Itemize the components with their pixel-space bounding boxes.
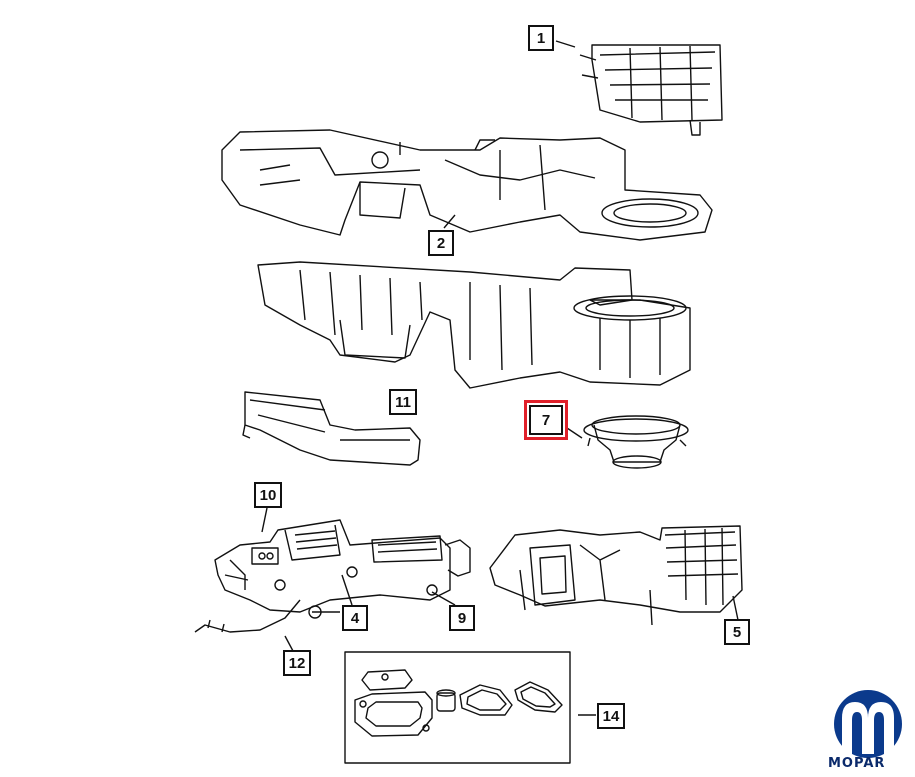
part-2-upper-case[interactable] (221, 129, 713, 241)
callout-2[interactable]: 2 (428, 230, 454, 256)
mopar-logo-icon (834, 690, 902, 758)
callout-5[interactable]: 5 (724, 619, 750, 645)
callout-11[interactable]: 11 (389, 389, 417, 415)
part-14-seals[interactable] (354, 669, 563, 737)
mopar-wordmark: MOPAR (828, 756, 886, 771)
part-12-harness[interactable] (194, 599, 301, 633)
callout-12[interactable]: 12 (283, 650, 311, 676)
callout-4[interactable]: 4 (342, 605, 368, 631)
callout-1[interactable]: 1 (528, 25, 554, 51)
callout-7[interactable]: 7 (524, 400, 568, 440)
part-11-duct[interactable] (242, 391, 421, 466)
callout-10[interactable]: 10 (254, 482, 282, 508)
part-3-lower-case[interactable] (257, 261, 691, 389)
part-5-complete-unit[interactable] (489, 525, 743, 626)
callout-9[interactable]: 9 (449, 605, 475, 631)
part-7-blower-motor[interactable] (583, 415, 689, 469)
part-14-seal-kit-box (344, 651, 571, 764)
part-1-housing[interactable] (579, 44, 723, 136)
part-10-assembly[interactable] (214, 519, 471, 619)
callout-14[interactable]: 14 (597, 703, 625, 729)
